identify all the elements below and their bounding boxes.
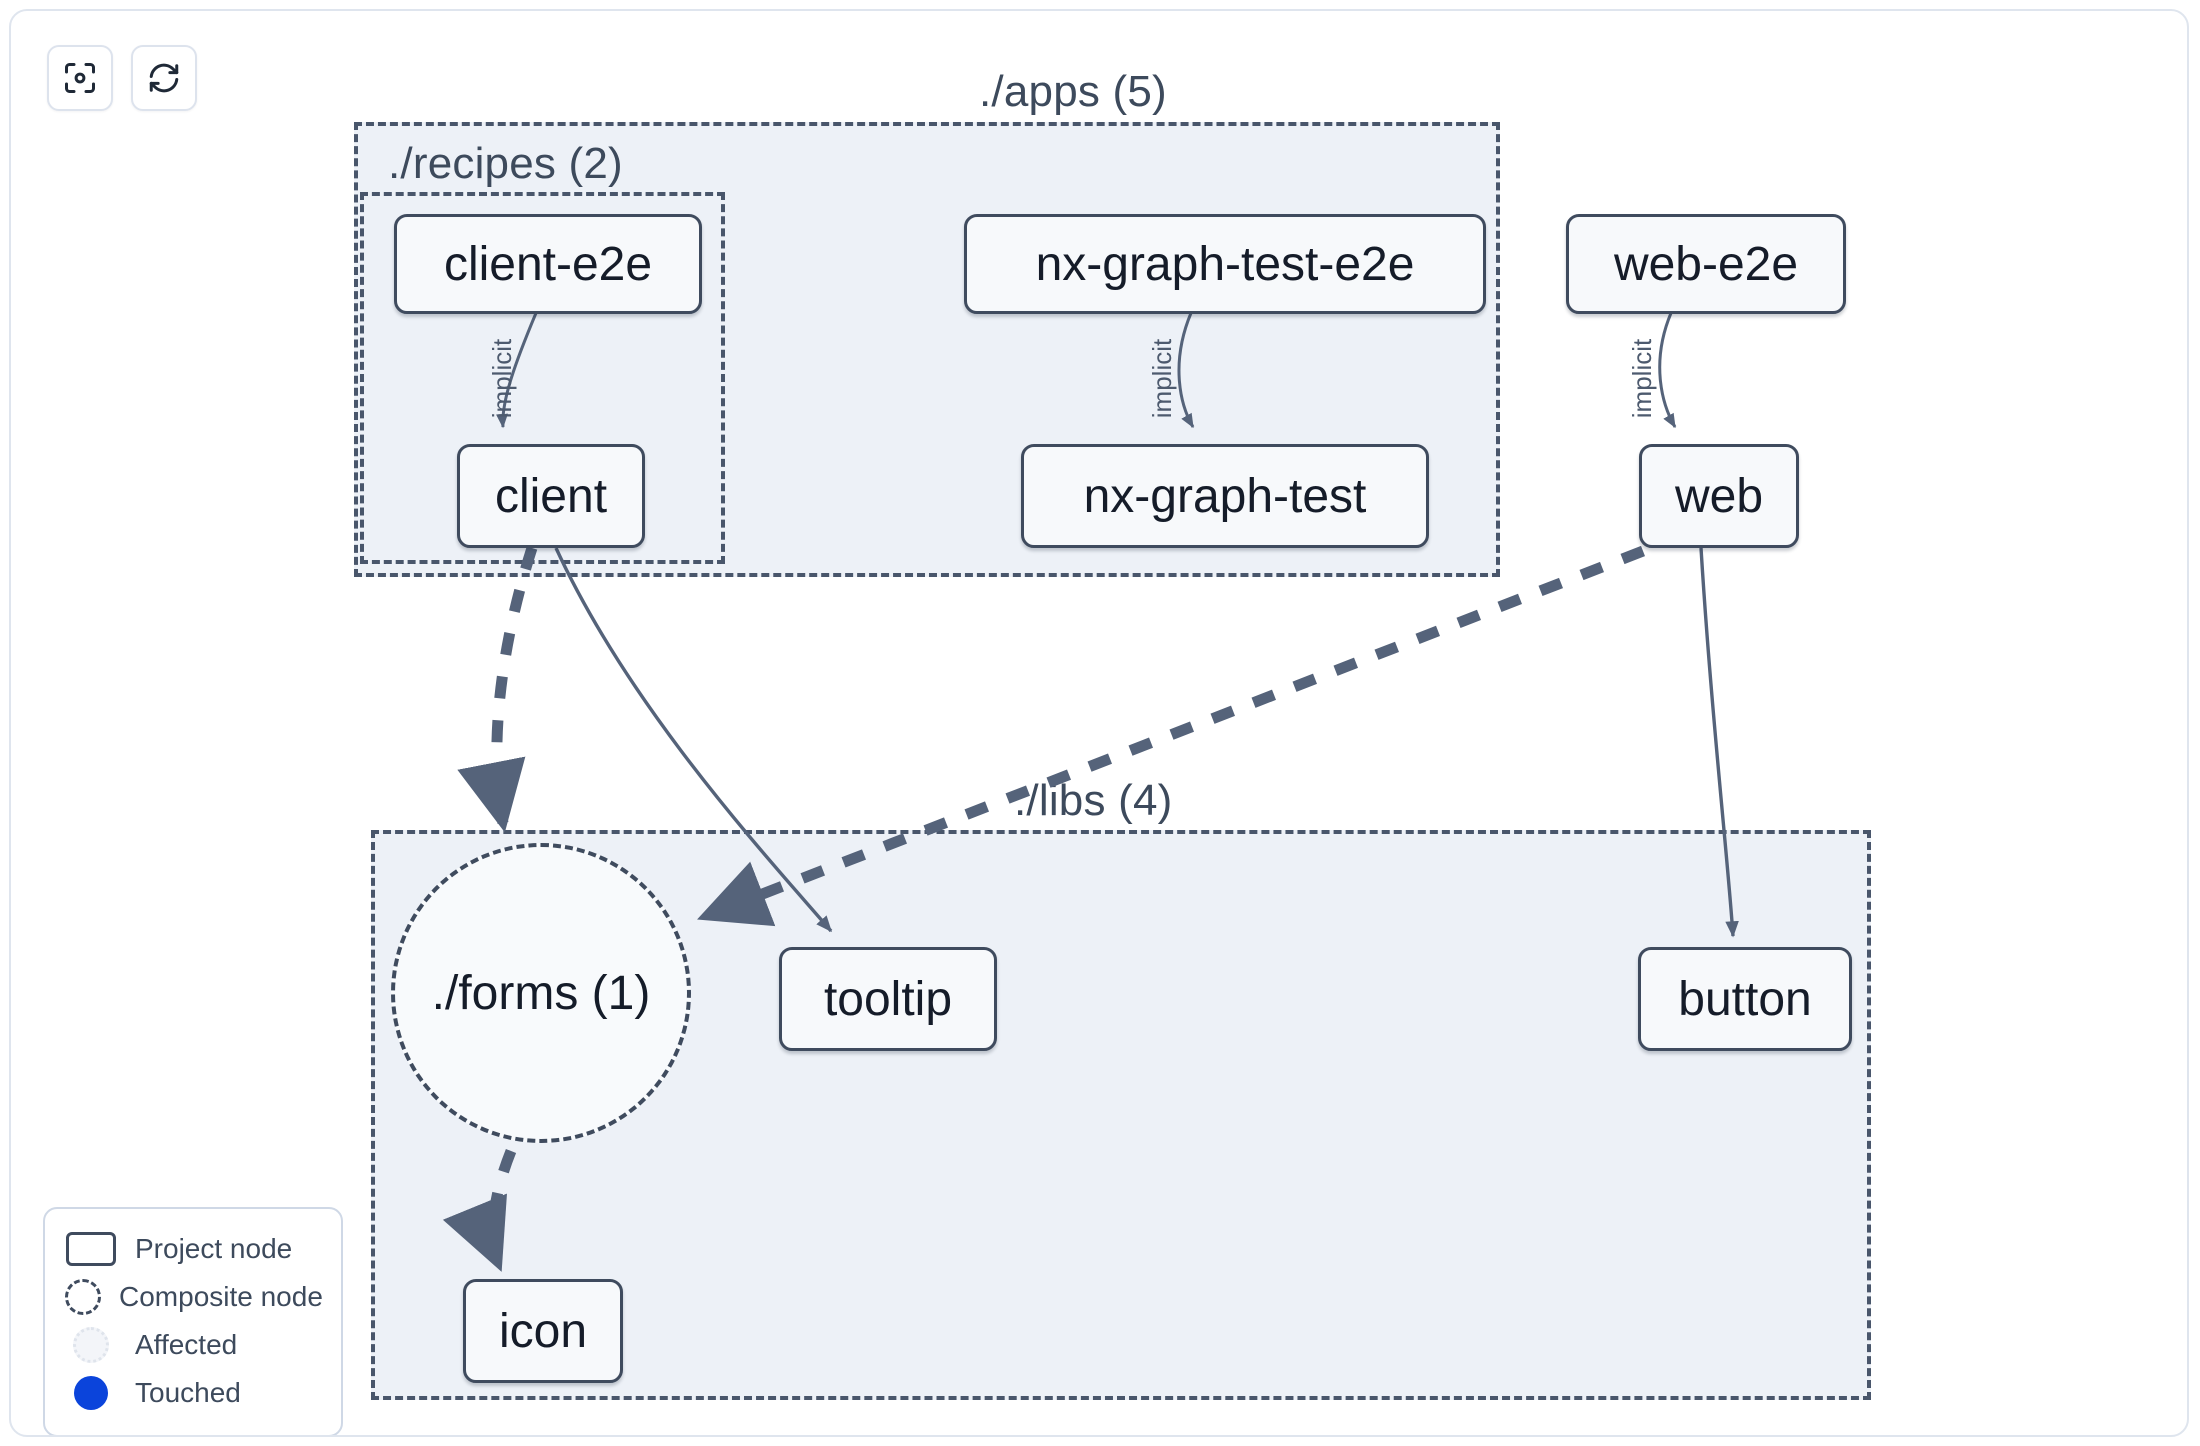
legend-label: Affected bbox=[135, 1329, 238, 1360]
edge-client-e2e-to-client bbox=[496, 312, 538, 429]
node-button[interactable]: button bbox=[1638, 947, 1852, 1051]
node-label: client bbox=[494, 469, 608, 523]
graph-toolbar bbox=[47, 45, 197, 111]
refresh-icon bbox=[146, 60, 182, 96]
node-nx-graph-test-e2e[interactable]: nx-graph-test-e2e bbox=[964, 214, 1486, 314]
focus-graph-button[interactable] bbox=[47, 45, 113, 111]
nx-graph-panel: ./apps (5) ./recipes (2) ./libs (4) bbox=[9, 9, 2189, 1437]
node-label: icon bbox=[498, 1304, 588, 1358]
node-label: client-e2e bbox=[443, 237, 653, 291]
node-label: ./forms (1) bbox=[431, 966, 651, 1020]
group-recipes-label: ./recipes (2) bbox=[388, 139, 623, 188]
focus-target-icon bbox=[62, 60, 98, 96]
group-recipes[interactable] bbox=[360, 192, 725, 564]
node-web-e2e[interactable]: web-e2e bbox=[1566, 214, 1846, 314]
edge-forms-to-icon bbox=[442, 1148, 517, 1272]
node-client-e2e[interactable]: client-e2e bbox=[394, 214, 702, 314]
node-nx-graph-test[interactable]: nx-graph-test bbox=[1021, 444, 1429, 548]
node-label: nx-graph-test bbox=[1083, 469, 1367, 523]
node-tooltip[interactable]: tooltip bbox=[779, 947, 997, 1051]
group-apps-label: ./apps (5) bbox=[979, 67, 1167, 116]
node-label: nx-graph-test-e2e bbox=[1035, 237, 1415, 291]
graph-edges bbox=[442, 312, 1739, 1272]
touched-swatch-icon bbox=[65, 1376, 117, 1410]
legend-label: Composite node bbox=[119, 1281, 323, 1312]
affected-swatch-icon bbox=[65, 1327, 117, 1363]
node-client[interactable]: client bbox=[457, 444, 645, 548]
edge-label-nx-graph-test-e2e-implicit: implicit bbox=[1147, 338, 1178, 419]
edge-web-to-forms bbox=[697, 545, 1645, 927]
edge-client-to-forms bbox=[457, 546, 538, 833]
node-icon[interactable]: icon bbox=[463, 1279, 623, 1383]
graph-legend: Project node Composite node Affected Tou… bbox=[43, 1207, 343, 1435]
group-libs-label: ./libs (4) bbox=[1014, 776, 1173, 825]
edge-web-e2e-to-web bbox=[1658, 312, 1677, 429]
node-forms-composite[interactable]: ./forms (1) bbox=[391, 843, 691, 1143]
legend-item-affected: Affected bbox=[65, 1321, 321, 1369]
refresh-graph-button[interactable] bbox=[131, 45, 197, 111]
legend-item-project-node: Project node bbox=[65, 1225, 321, 1273]
edge-client-to-tooltip bbox=[554, 547, 833, 933]
composite-node-swatch-icon bbox=[65, 1279, 101, 1315]
legend-item-touched: Touched bbox=[65, 1369, 321, 1417]
edge-nx-graph-test-e2e-to-nx-graph-test bbox=[1177, 312, 1195, 429]
edge-web-to-button bbox=[1699, 547, 1739, 938]
legend-label: Project node bbox=[135, 1233, 293, 1264]
edge-label-web-e2e-implicit: implicit bbox=[1627, 338, 1658, 419]
node-label: web bbox=[1674, 469, 1764, 523]
legend-item-composite-node: Composite node bbox=[65, 1273, 323, 1321]
node-label: web-e2e bbox=[1613, 237, 1799, 291]
node-label: button bbox=[1678, 972, 1812, 1026]
node-label: tooltip bbox=[823, 972, 953, 1026]
edge-label-client-e2e-implicit: implicit bbox=[487, 338, 518, 419]
node-web[interactable]: web bbox=[1639, 444, 1799, 548]
legend-label: Touched bbox=[135, 1377, 241, 1408]
project-node-swatch-icon bbox=[65, 1232, 117, 1266]
